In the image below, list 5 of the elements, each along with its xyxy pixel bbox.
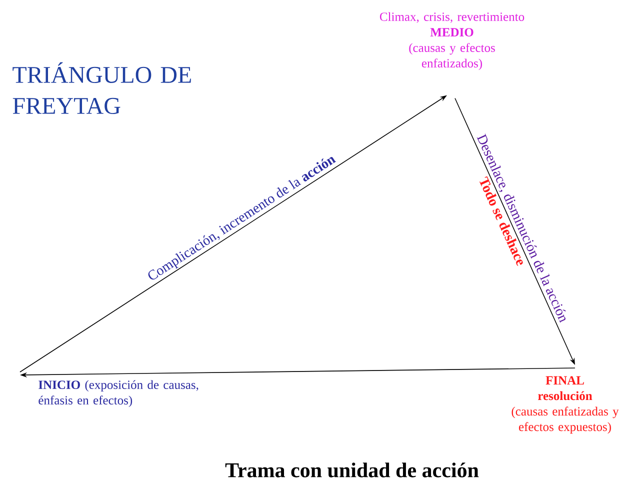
caption: Trama con unidad de acción <box>225 462 479 478</box>
text-label: INICIO (exposición de causas, énfasis en efectos) <box>38 380 198 408</box>
text-label: Climax, crisis, revertimiento MEDIO (causas y efectos enfatizados) <box>380 12 524 70</box>
text-label: FINAL resolución (causas enfatizadas y efectos expuestos) <box>512 376 619 434</box>
title: TRIÁNGULO DE FREYTAG <box>12 62 191 114</box>
